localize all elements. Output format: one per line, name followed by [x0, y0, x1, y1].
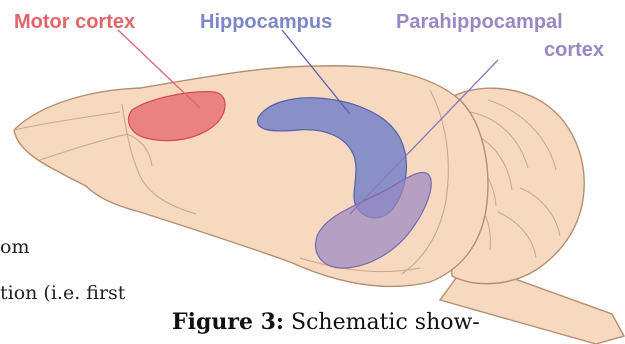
caption-text: Schematic show-	[284, 310, 480, 335]
motor-cortex-label: Motor cortex	[14, 11, 135, 33]
parahippocampal-label-line1: Parahippocampal	[396, 11, 563, 33]
hippocampus-label: Hippocampus	[200, 11, 332, 33]
body-text-line-2: tion (i.e. first	[0, 282, 125, 304]
figure-caption: Figure 3: Schematic show-	[172, 309, 480, 335]
caption-label: Figure 3:	[172, 309, 284, 335]
body-text-line-1: om	[0, 236, 29, 258]
parahippocampal-label-line2: cortex	[544, 39, 604, 61]
